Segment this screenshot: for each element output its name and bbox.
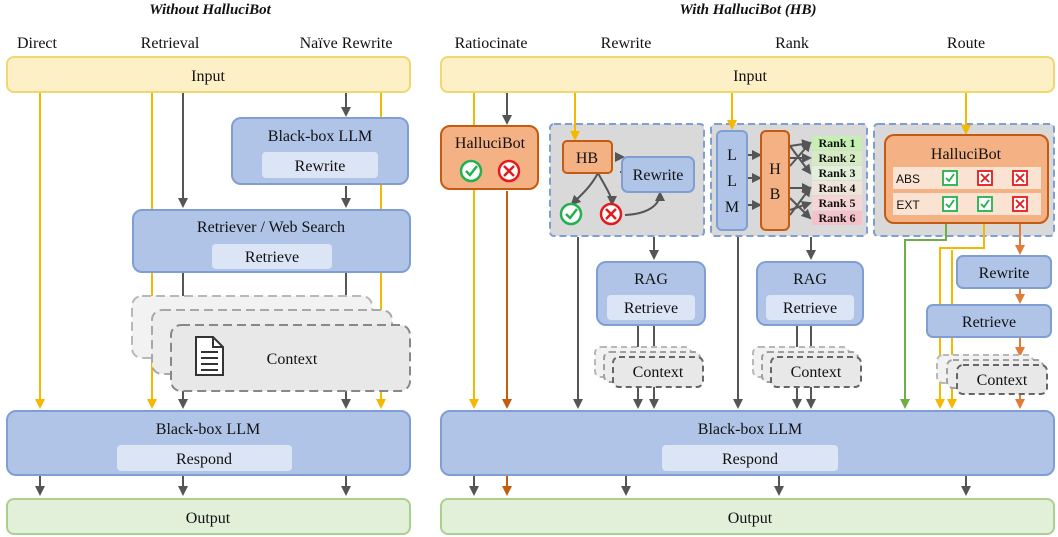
- route-retrieve-box: Retrieve: [926, 304, 1052, 338]
- rank-list: Rank 1 Rank 2 Rank 3 Rank 4 Rank 5 Rank …: [812, 136, 862, 225]
- document-icon: [195, 336, 224, 376]
- rank-context-stack: Context: [752, 346, 862, 388]
- left-llm-sub: Respond: [176, 451, 232, 468]
- route-context-label: Context: [977, 372, 1028, 389]
- rewrite-rag-box: RAG Retrieve: [596, 261, 706, 326]
- rewrite-check-icon: [559, 202, 583, 226]
- route-row-ext: EXT: [896, 198, 920, 212]
- rank-item-6: Rank 6: [818, 211, 855, 225]
- left-output-box: Output: [6, 498, 411, 535]
- route-retrieve-label: Retrieve: [962, 314, 1016, 331]
- rank-rag-box: RAG Retrieve: [756, 261, 864, 326]
- ratiocinate-hallucibot-box: HalluciBot: [440, 125, 539, 190]
- route-abs-cross-icon-1: [977, 170, 993, 186]
- route-rewrite-label: Rewrite: [979, 265, 1030, 282]
- rewrite-inner-label: Rewrite: [633, 167, 684, 184]
- route-abs-cross-icon-2: [1012, 170, 1028, 186]
- left-rewriter-sub: Rewrite: [295, 158, 346, 175]
- col-label-naive-rewrite: Naïve Rewrite: [300, 35, 393, 52]
- left-retriever-title: Retriever / Web Search: [197, 219, 345, 236]
- right-input-label: Input: [733, 68, 767, 85]
- route-ext-check-icon-1: [942, 196, 958, 212]
- left-context-label: Context: [267, 351, 318, 368]
- left-context-stack: Context: [131, 295, 411, 392]
- rank-hb-box: H B: [760, 130, 790, 231]
- right-panel-title: With HalluciBot (HB): [680, 2, 817, 18]
- rewrite-context-label: Context: [633, 364, 684, 381]
- left-rewriter-box: Black-box LLM Rewrite: [231, 117, 409, 185]
- left-rewriter-title: Black-box LLM: [268, 128, 372, 145]
- rewrite-hb-box: HB: [562, 140, 613, 174]
- rank-item-1: Rank 1: [818, 136, 855, 150]
- right-output-label: Output: [728, 510, 773, 527]
- left-input-box: Input: [6, 56, 411, 93]
- right-llm-box: Black-box LLM Respond: [440, 410, 1055, 476]
- route-context-stack: Context: [936, 354, 1048, 395]
- col-label-retrieval: Retrieval: [141, 35, 200, 52]
- left-llm-box: Black-box LLM Respond: [6, 410, 411, 476]
- rank-item-4: Rank 4: [818, 181, 855, 195]
- route-hallucibot-label: HalluciBot: [931, 146, 1002, 163]
- ratiocinate-hallucibot-label: HalluciBot: [455, 135, 526, 152]
- left-llm-title: Black-box LLM: [156, 421, 260, 438]
- col-label-rewrite: Rewrite: [601, 35, 652, 52]
- check-icon: [459, 159, 483, 183]
- route-abs-check-icon: [942, 170, 958, 186]
- rank-llm-letter-2: L: [727, 173, 737, 190]
- route-row-abs: ABS: [896, 172, 920, 186]
- rank-rag-sub: Retrieve: [783, 300, 837, 317]
- route-ext-check-icon-2: [977, 196, 993, 212]
- left-retriever-sub: Retrieve: [245, 249, 299, 266]
- rank-llm-letter-3: M: [725, 199, 739, 216]
- rank-item-2: Rank 2: [818, 151, 855, 165]
- left-retriever-box: Retriever / Web Search Retrieve: [132, 209, 411, 273]
- rank-rag-title: RAG: [793, 271, 827, 288]
- rewrite-context-stack: Context: [594, 346, 704, 388]
- rewrite-inner-box: Rewrite: [621, 156, 695, 193]
- col-label-ratiocinate: Ratiocinate: [455, 35, 528, 52]
- rewrite-rag-sub: Retrieve: [624, 300, 678, 317]
- rank-context-label: Context: [791, 364, 842, 381]
- rank-item-5: Rank 5: [818, 196, 855, 210]
- rank-item-3: Rank 3: [818, 166, 855, 180]
- route-rewrite-box: Rewrite: [956, 255, 1052, 289]
- col-label-rank: Rank: [775, 35, 809, 52]
- rank-llm-box: L L M: [716, 130, 748, 231]
- rank-hb-letter-2: B: [770, 186, 781, 203]
- cross-icon: [497, 159, 521, 183]
- col-label-direct: Direct: [17, 35, 58, 52]
- route-hallucibot-box: HalluciBot ABS EXT: [884, 134, 1049, 224]
- rewrite-hb-label: HB: [576, 150, 598, 167]
- col-label-route: Route: [947, 35, 985, 52]
- rank-llm-letter-1: L: [727, 147, 737, 164]
- right-input-box: Input: [440, 56, 1055, 93]
- left-panel-title: Without HalluciBot: [149, 2, 271, 18]
- left-input-label: Input: [191, 68, 225, 85]
- right-output-box: Output: [440, 498, 1055, 535]
- right-llm-title: Black-box LLM: [698, 421, 802, 438]
- left-output-label: Output: [186, 510, 231, 527]
- rewrite-cross-icon: [599, 202, 623, 226]
- rank-hb-letter-1: H: [769, 161, 781, 178]
- route-ext-cross-icon: [1012, 196, 1028, 212]
- right-llm-sub: Respond: [722, 451, 778, 468]
- rewrite-rag-title: RAG: [634, 271, 668, 288]
